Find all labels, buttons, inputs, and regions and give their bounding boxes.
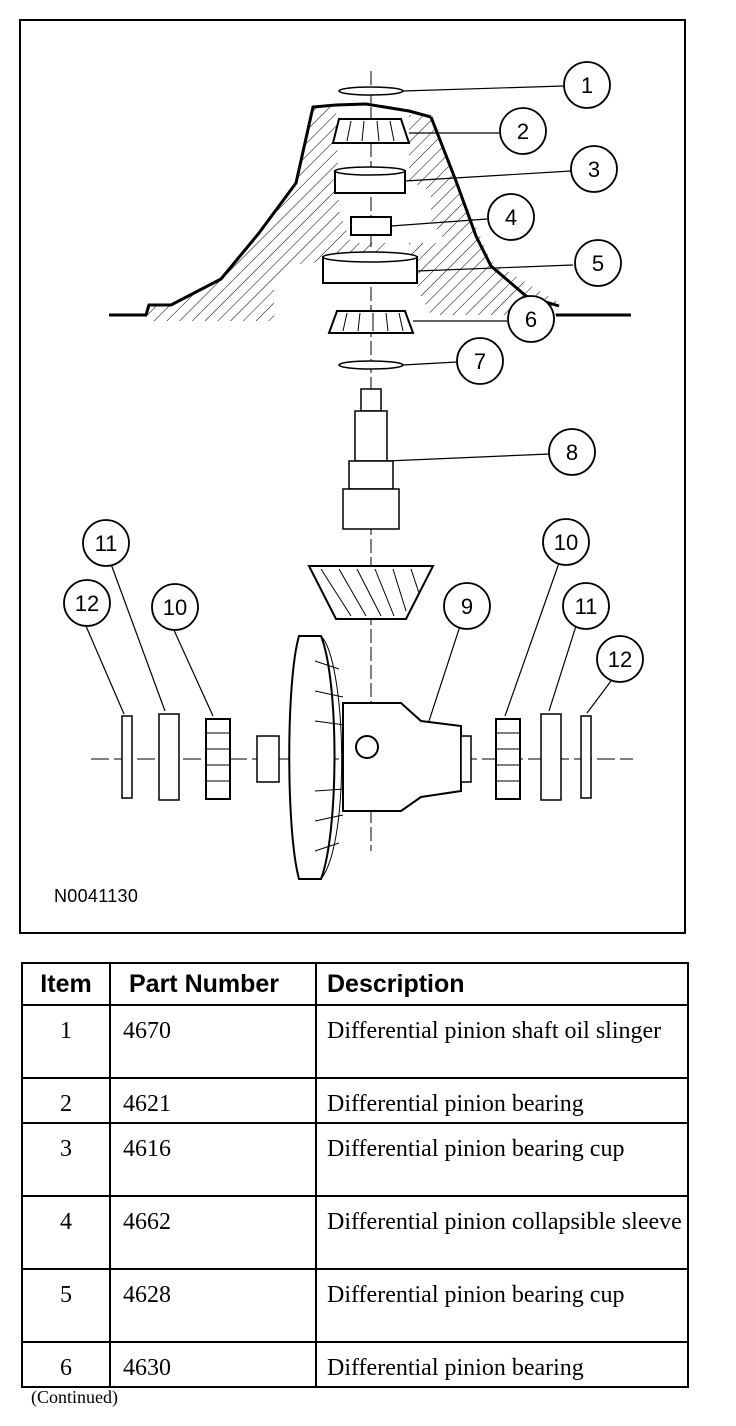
callout-1: 1 xyxy=(563,61,611,109)
pinion-bearing-lower xyxy=(327,310,415,334)
cell-description: Differential pinion bearing cup xyxy=(315,1122,689,1197)
callout-7: 7 xyxy=(456,337,504,385)
callout-label: 10 xyxy=(554,530,578,555)
callout-11-left: 11 xyxy=(82,519,130,567)
callout-8: 8 xyxy=(548,428,596,476)
continued-note: (Continued) xyxy=(31,1387,118,1407)
cell-description: Differential pinion bearing xyxy=(315,1077,689,1124)
cell-item: 1 xyxy=(21,1004,111,1079)
shim-right xyxy=(580,715,592,799)
callout-2: 2 xyxy=(499,107,547,155)
callout-label: 9 xyxy=(461,594,473,619)
callout-9: 9 xyxy=(443,582,491,630)
diagram-drawing: 1 2 3 4 5 6 7 xyxy=(63,61,644,880)
bearing-cup-right xyxy=(540,713,562,801)
table-row: 1 4670 Differential pinion shaft oil sli… xyxy=(21,1004,689,1079)
callout-12-right: 12 xyxy=(596,635,644,683)
callout-3: 3 xyxy=(570,145,618,193)
cell-part-number: 4662 xyxy=(109,1195,317,1270)
callout-10-right: 10 xyxy=(542,518,590,566)
cell-description: Differential pinion bearing xyxy=(315,1341,689,1388)
pinion-bearing-upper xyxy=(331,118,411,144)
callout-label: 12 xyxy=(608,647,632,672)
header-item: Item xyxy=(21,962,111,1006)
callout-label: 11 xyxy=(575,594,598,619)
callout-label: 12 xyxy=(75,591,99,616)
oil-slinger xyxy=(338,86,404,96)
callout-label: 10 xyxy=(163,595,187,620)
cell-item: 4 xyxy=(21,1195,111,1270)
cell-item: 3 xyxy=(21,1122,111,1197)
table-header-row: Item Part Number Description xyxy=(21,962,689,1006)
cell-part-number: 4670 xyxy=(109,1004,317,1079)
table-row: 5 4628 Differential pinion bearing cup xyxy=(21,1268,689,1343)
callout-label: 2 xyxy=(517,119,529,144)
parts-table: Item Part Number Description 1 4670 Diff… xyxy=(21,962,689,1388)
figure-id: N0041130 xyxy=(54,886,139,906)
callout-12-left: 12 xyxy=(63,579,111,627)
cell-description: Differential pinion bearing cup xyxy=(315,1268,689,1343)
callout-label: 3 xyxy=(588,157,600,182)
table-row: 3 4616 Differential pinion bearing cup xyxy=(21,1122,689,1197)
cell-part-number: 4621 xyxy=(109,1077,317,1124)
cell-description: Differential pinion shaft oil slinger xyxy=(315,1004,689,1079)
callout-4: 4 xyxy=(487,193,535,241)
table-row: 4 4662 Differential pinion collapsible s… xyxy=(21,1195,689,1270)
pinion-shim xyxy=(338,360,404,370)
callout-label: 8 xyxy=(566,440,578,465)
bearing-right xyxy=(495,718,521,800)
callout-label: 4 xyxy=(505,205,517,230)
callout-label: 5 xyxy=(592,251,604,276)
callouts: 1 2 3 4 5 6 7 xyxy=(63,61,644,683)
callout-label: 6 xyxy=(525,307,537,332)
bearing-left xyxy=(205,718,231,800)
callout-label: 11 xyxy=(95,531,118,556)
collapsible-sleeve xyxy=(350,216,392,236)
differential-case xyxy=(256,635,472,880)
leader-lines xyxy=(85,85,612,722)
header-description: Description xyxy=(315,962,689,1006)
cell-description: Differential pinion collapsible sleeve xyxy=(315,1195,689,1270)
callout-label: 7 xyxy=(474,349,486,374)
cell-part-number: 4628 xyxy=(109,1268,317,1343)
callout-5: 5 xyxy=(574,239,622,287)
callout-10-left: 10 xyxy=(151,583,199,631)
callout-label: 1 xyxy=(581,73,593,98)
cell-part-number: 4630 xyxy=(109,1341,317,1388)
callout-6: 6 xyxy=(507,295,555,343)
cell-item: 6 xyxy=(21,1341,111,1388)
bearing-cup-left xyxy=(158,713,180,801)
exploded-diagram: 1 2 3 4 5 6 7 xyxy=(19,19,686,934)
callout-11-right: 11 xyxy=(562,582,610,630)
shim-left xyxy=(121,715,133,799)
table-row: 2 4621 Differential pinion bearing xyxy=(21,1077,689,1124)
header-part-number: Part Number xyxy=(109,962,317,1006)
table-row: 6 4630 Differential pinion bearing xyxy=(21,1341,689,1388)
pinion-housing xyxy=(109,102,631,321)
cell-item: 2 xyxy=(21,1077,111,1124)
cell-item: 5 xyxy=(21,1268,111,1343)
drive-pinion xyxy=(307,388,435,620)
cell-part-number: 4616 xyxy=(109,1122,317,1197)
